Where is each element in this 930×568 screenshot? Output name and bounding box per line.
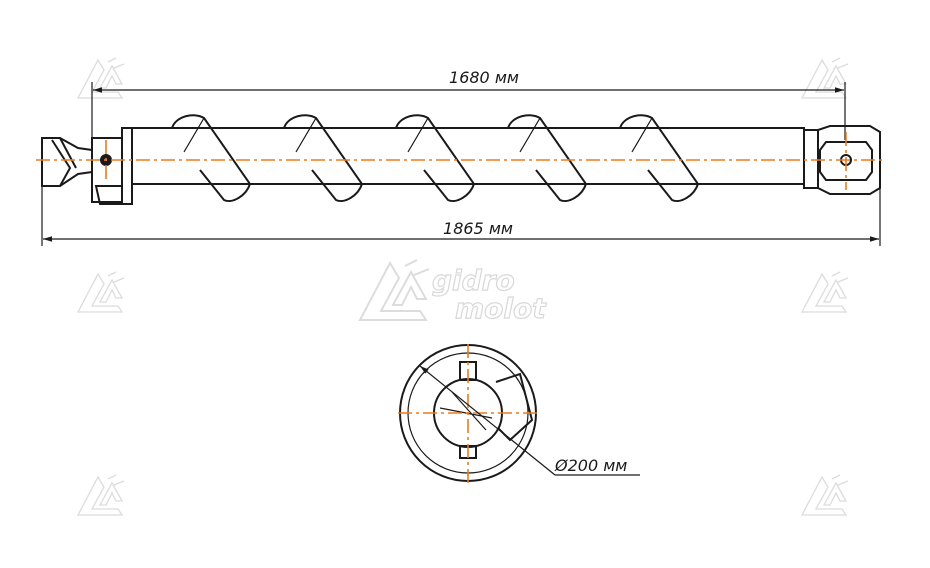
watermark-logo-icon	[77, 474, 125, 516]
total-length-label: 1865 мм	[443, 219, 513, 238]
watermark-brand-logo-icon	[359, 259, 430, 321]
watermark-logos: gidro molot	[77, 57, 849, 516]
cutting-head	[41, 127, 133, 205]
auger-end-view: Ø200 мм	[398, 344, 640, 484]
watermark-logo-icon	[801, 271, 849, 313]
watermark-logo-icon	[77, 57, 125, 99]
diameter-label: Ø200 мм	[554, 456, 627, 475]
watermark-brand-line2: molot	[455, 292, 547, 325]
diameter-leader	[419, 365, 556, 476]
watermark-logo-icon	[801, 474, 849, 516]
watermark-brand-line1: gidro	[432, 264, 515, 297]
auger-side-view	[36, 114, 884, 205]
helix-flights	[171, 114, 700, 202]
auger-length-dimension: 1680 мм	[91, 68, 846, 140]
watermark-logo-icon	[801, 57, 849, 99]
watermark-logo-icon	[77, 271, 125, 313]
auger-length-label: 1680 мм	[449, 68, 519, 87]
